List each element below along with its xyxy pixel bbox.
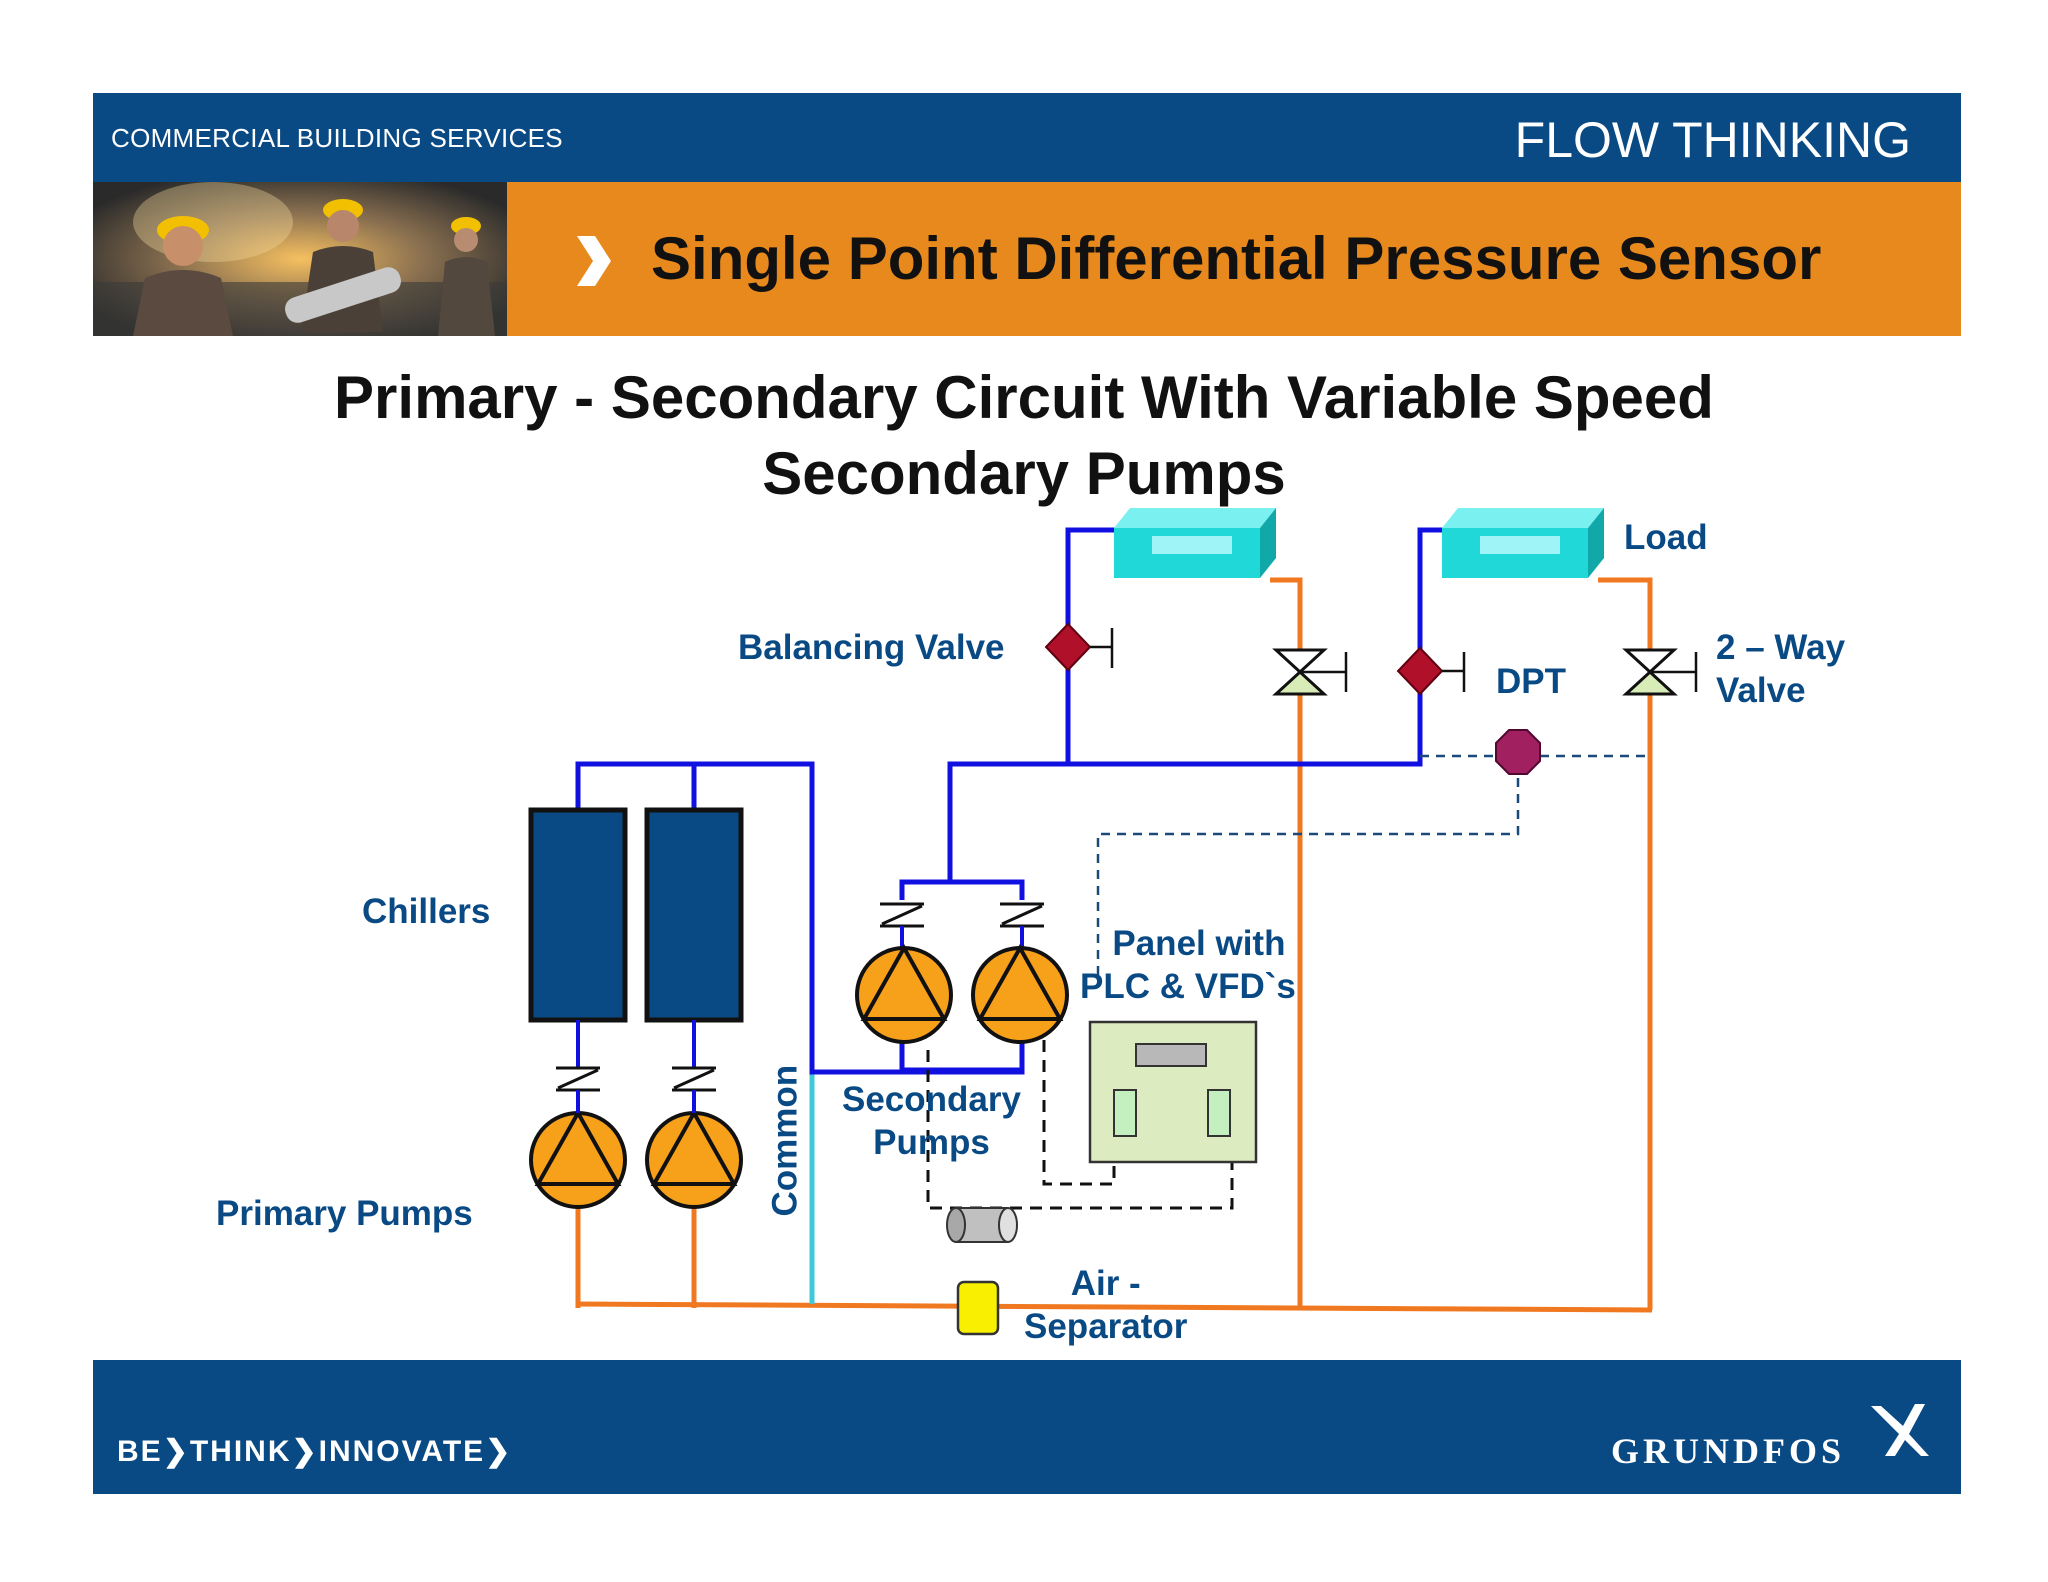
panel-wiring (926, 1040, 1234, 1210)
label-two-way-valve: 2 – Way Valve (1716, 626, 1845, 712)
dpt-sensor-icon (1495, 729, 1541, 775)
slide-title: Primary - Secondary Circuit With Variabl… (0, 360, 2048, 512)
load-unit-2 (1442, 508, 1604, 578)
two-way-valve-1-icon (1272, 648, 1348, 696)
label-primary-pumps: Primary Pumps (216, 1194, 473, 1233)
chiller-2 (644, 807, 744, 1023)
flow-meter-icon (946, 1207, 1018, 1243)
slide-title-line1: Primary - Secondary Circuit With Variabl… (334, 364, 1714, 431)
label-dpt: DPT (1496, 662, 1566, 701)
air-separator-icon (956, 1280, 1000, 1336)
brand-logo-text: GRUNDFOS (1610, 1431, 1845, 1471)
load-unit-1 (1114, 508, 1276, 578)
slogan-think: THINK (189, 1435, 292, 1468)
label-air-separator: Air - Separator (1024, 1262, 1187, 1348)
label-air-line1: Air - (1070, 1264, 1141, 1303)
slogan-innovate: INNOVATE (318, 1435, 486, 1468)
check-valve-secondary-2-icon (1000, 902, 1044, 928)
secondary-pump-2-icon (971, 943, 1069, 1044)
label-panel-line1: Panel with (1112, 924, 1286, 963)
workers-photo (93, 182, 507, 336)
chevron-right-icon: ❯ (162, 1435, 190, 1468)
footer-slogan: BE❯THINK❯INNOVATE❯ (117, 1434, 512, 1469)
balancing-valve-2-icon (1396, 646, 1466, 696)
chevron-right-icon: ❯ (485, 1435, 513, 1468)
label-common: Common (765, 1064, 805, 1217)
primary-pump-2-icon (645, 1108, 743, 1209)
banner-title: Single Point Differential Pressure Senso… (651, 225, 1822, 292)
control-signal-lines (1096, 754, 1645, 980)
check-valve-secondary-1-icon (880, 902, 924, 928)
header-brand-tagline: FLOW THINKING (1514, 112, 1911, 168)
chiller-1 (528, 807, 628, 1023)
label-secondary-line2: Pumps (873, 1123, 990, 1162)
label-panel: Panel with PLC & VFD`s (1080, 922, 1296, 1008)
label-secondary-pumps: Secondary Pumps (842, 1078, 1021, 1164)
balancing-valve-1-icon (1044, 622, 1114, 672)
two-way-valve-2-icon (1622, 648, 1698, 696)
check-valve-primary-1-icon (556, 1066, 600, 1092)
chevron-right-icon: ❯ (291, 1435, 319, 1468)
return-pipes (575, 577, 1653, 1313)
control-panel-plc-vfd (1088, 1020, 1258, 1164)
label-air-line2: Separator (1024, 1307, 1188, 1346)
header-bar: COMMERCIAL BUILDING SERVICES FLOW THINKI… (93, 93, 1961, 182)
secondary-pump-1-icon (855, 943, 953, 1044)
label-two-way-line2: Valve (1716, 671, 1806, 710)
grundfos-logo-icon (1871, 1404, 1929, 1456)
title-banner: Single Point Differential Pressure Senso… (507, 182, 1961, 336)
label-balancing-valve: Balancing Valve (738, 628, 1005, 667)
label-load: Load (1624, 518, 1708, 557)
label-chillers: Chillers (362, 892, 491, 931)
workers-photo-image (93, 182, 507, 336)
slogan-be: BE (117, 1435, 163, 1468)
label-panel-line2: PLC & VFD`s (1080, 967, 1296, 1006)
footer-bar: BE❯THINK❯INNOVATE❯ GRUNDFOS (93, 1360, 1961, 1494)
supply-pipes (575, 527, 1448, 1075)
slide-title-line2: Secondary Pumps (762, 440, 1286, 507)
header-section-label: COMMERCIAL BUILDING SERVICES (111, 123, 563, 153)
primary-pump-1-icon (529, 1108, 627, 1209)
label-two-way-line1: 2 – Way (1716, 628, 1846, 667)
label-secondary-line1: Secondary (842, 1080, 1021, 1119)
check-valve-primary-2-icon (672, 1066, 716, 1092)
chevron-right-icon (577, 236, 611, 286)
